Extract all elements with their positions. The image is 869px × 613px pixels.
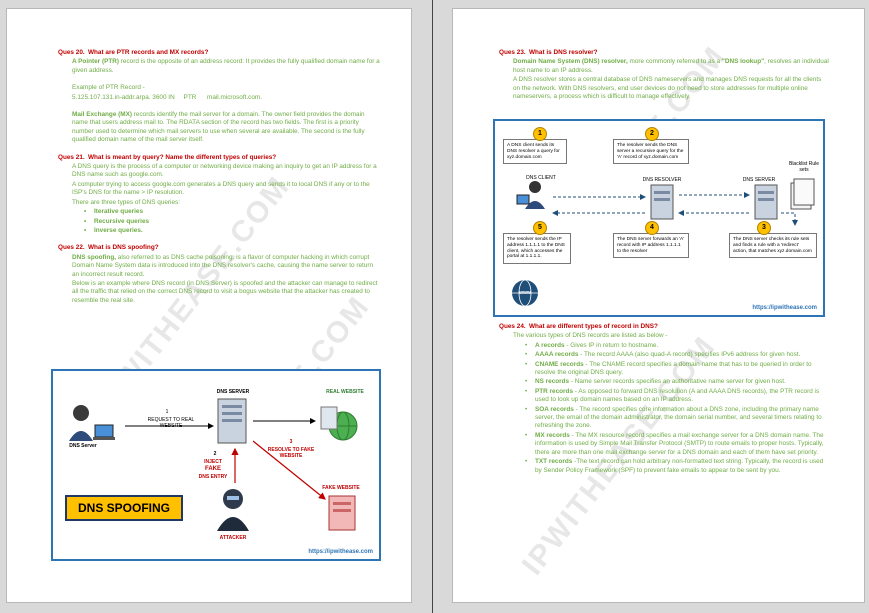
step-box-2: The resolver sends the DNS server a recu… xyxy=(613,139,689,165)
step-2-label-2: FAKE xyxy=(204,466,221,472)
step-1-number: 1 xyxy=(165,409,169,415)
dns-client-label: DNS CLIENT xyxy=(526,175,556,181)
records-intro: The various types of DNS records are lis… xyxy=(513,332,668,340)
blacklist-label: Blacklist Rule sets xyxy=(788,161,819,173)
question-23-heading: Ques 23.What is DNS resolver? xyxy=(499,49,598,56)
list-item: SOA records - The record specifies core … xyxy=(525,406,829,431)
step-2-label-3: DNS ENTRY xyxy=(198,474,228,480)
list-item: CNAME records - The CNAME record specifi… xyxy=(525,361,829,378)
step-box-5: The resolver sends the IP address 1.1.1.… xyxy=(503,233,571,265)
resolver-diagram xyxy=(512,178,815,307)
list-item: PTR records - As opposed to forward DNS … xyxy=(525,388,829,405)
dns-server-icon xyxy=(754,184,778,220)
step-2-number: 2 xyxy=(213,451,217,457)
right-text-bottom: Ques 24.What are different types of reco… xyxy=(499,323,829,476)
step-box-1: A DNS client sends its DNS resolver a qu… xyxy=(503,139,567,165)
list-item: A records - Gives IP in return to hostna… xyxy=(525,342,829,351)
real-website-label: REAL WEBSITE xyxy=(326,389,364,395)
question-24-heading: Ques 24.What are different types of reco… xyxy=(499,323,658,330)
question-20-heading: Ques 20.What are PTR records and MX reco… xyxy=(58,49,209,56)
client-icon xyxy=(516,181,545,209)
spoofing-paragraph-2: Below is an example where DNS record (in… xyxy=(72,279,378,304)
left-text: Ques 20.What are PTR records and MX reco… xyxy=(58,49,380,306)
arrow-check xyxy=(781,212,798,226)
www-globe-icon xyxy=(512,279,538,307)
arrow-resolve-fake xyxy=(252,440,326,500)
dns-spoofing-badge: DNS SPOOFING xyxy=(65,495,183,521)
resolver-paragraph-1: Domain Name System (DNS) resolver, more … xyxy=(513,58,829,74)
user-icon xyxy=(69,405,115,441)
dns-user-label: DNS Server xyxy=(69,443,97,449)
dns-server-label: DNS SERVER xyxy=(216,389,250,395)
ptr-example-label: Example of PTR Record - xyxy=(72,84,145,92)
dns-spoofing-figure: DNS SERVER REAL WEBSITE 1 REQUEST TO REA… xyxy=(51,369,381,561)
right-text-top: Ques 23.What is DNS resolver? Domain Nam… xyxy=(499,49,829,102)
question-22-heading: Ques 22.What is DNS spoofing? xyxy=(58,244,159,252)
fake-server-icon xyxy=(328,495,356,531)
step-number-4: 4 xyxy=(645,221,659,235)
step-number-3: 3 xyxy=(757,221,771,235)
question-21-heading: Ques 21.What is meant by query? Name the… xyxy=(58,153,277,161)
globe-icon xyxy=(320,406,358,441)
query-paragraph-2: A computer trying to access google.com g… xyxy=(72,180,370,197)
step-box-4: The DNS server forwards an 'A' record wi… xyxy=(613,233,689,259)
dns-resolver-label: DNS RESOLVER xyxy=(642,177,682,183)
figure-url: https://ipwithease.com xyxy=(308,549,373,555)
attacker-icon xyxy=(217,489,249,531)
step-1-label: REQUEST TO REAL WEBSITE xyxy=(147,417,195,429)
step-box-3: The DNS server checks its rule sets and … xyxy=(729,233,817,259)
spoofing-diagram xyxy=(69,398,358,531)
list-item: MX records - The MX resource record spec… xyxy=(525,432,829,457)
dns-resolver-figure: A DNS client sends its DNS resolver a qu… xyxy=(493,119,825,317)
query-types-list: Iterative queries Recursive queries Inve… xyxy=(58,208,380,236)
right-page: IPWITHEASE.COM IPWITHEASE.COM Ques 23.Wh… xyxy=(452,8,865,603)
query-paragraph-3: There are three types of DNS queries: xyxy=(72,198,180,206)
page-divider xyxy=(432,0,433,613)
server-icon xyxy=(217,398,247,444)
spoofing-paragraph-1: DNS spoofing, also referred to as DNS ca… xyxy=(72,253,374,278)
left-page: IPWITHEASE.COM IPWITHEASE.COM Ques 20.Wh… xyxy=(6,8,412,603)
list-item: Recursive queries xyxy=(84,218,380,227)
step-number-5: 5 xyxy=(533,221,547,235)
record-types-list: A records - Gives IP in return to hostna… xyxy=(499,342,829,475)
list-item: TXT records -The text record can hold ar… xyxy=(525,458,829,475)
list-item: NS records - Name server records specifi… xyxy=(525,378,829,387)
list-item: Inverse queries. xyxy=(84,227,380,236)
attacker-label: ATTACKER xyxy=(219,535,247,541)
step-number-1: 1 xyxy=(533,127,547,141)
rule-sets-icon xyxy=(790,178,815,210)
ptr-paragraph: A Pointer (PTR) record is the opposite o… xyxy=(72,58,380,74)
resolver-paragraph-2: A DNS resolver stores a central database… xyxy=(513,76,822,101)
query-paragraph-1: A DNS query is the process of a computer… xyxy=(72,163,377,179)
step-number-2: 2 xyxy=(645,127,659,141)
fake-website-label: FAKE WEBSITE xyxy=(322,485,360,491)
step-3-number: 3 xyxy=(289,439,293,445)
mx-paragraph: Mail Exchange (MX) records identify the … xyxy=(72,111,365,144)
resolver-server-icon xyxy=(650,184,674,220)
ptr-example-value: 5.125.107.131.in-addr.arpa. 3600 IN PTR … xyxy=(72,93,263,101)
figure-url: https://ipwithease.com xyxy=(752,305,817,311)
list-item: Iterative queries xyxy=(84,208,380,217)
www-label: www xyxy=(519,290,531,296)
step-2-label-1: INJECT xyxy=(204,459,222,465)
dns-server-label: DNS SERVER xyxy=(742,177,776,183)
step-3-label: RESOLVE TO FAKE WEBSITE xyxy=(267,447,315,459)
list-item: AAAA records - The record AAAA (also qua… xyxy=(525,351,829,360)
